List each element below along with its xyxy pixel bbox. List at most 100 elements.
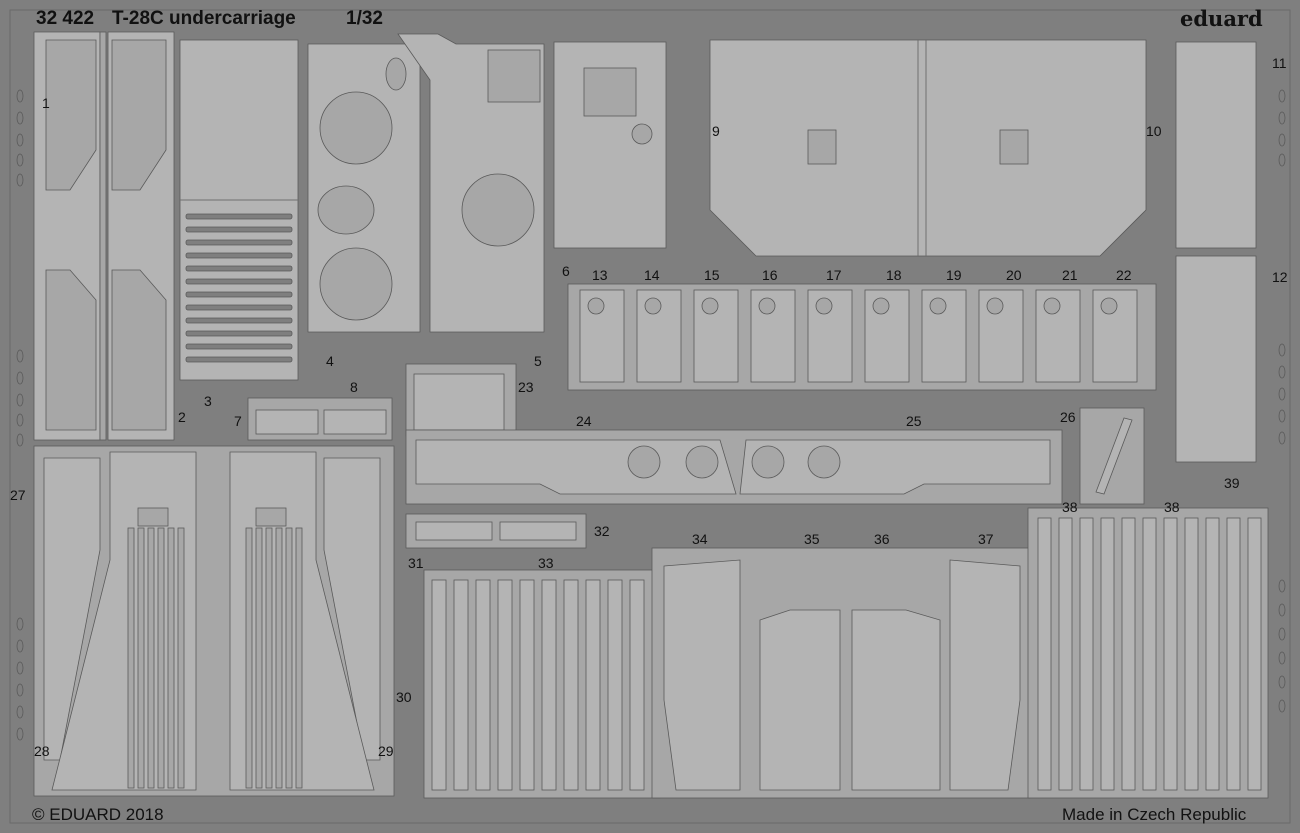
drop-cut <box>16 173 24 187</box>
bracket-hole <box>587 297 605 315</box>
kit-scale: 1/32 <box>346 8 383 29</box>
part-number-12: 12 <box>1272 269 1288 285</box>
drop-cut <box>16 393 24 407</box>
drop-cut <box>16 89 24 103</box>
drop-cut <box>1278 365 1286 379</box>
part-number-38-a: 38 <box>1062 499 1078 515</box>
part-3-slots <box>185 213 293 363</box>
strip <box>475 579 491 791</box>
strip <box>137 527 145 789</box>
part-number-16: 16 <box>762 267 778 283</box>
strip <box>167 527 175 789</box>
strip <box>563 579 579 791</box>
part-number-2: 2 <box>178 409 186 425</box>
drop-cut <box>1278 603 1286 617</box>
drop-cut <box>1278 111 1286 125</box>
slot <box>185 304 293 311</box>
drop-cut <box>16 349 24 363</box>
slot <box>185 239 293 246</box>
part-24-25-shape <box>405 429 1063 505</box>
drop-cut <box>16 371 24 385</box>
strip <box>629 579 645 791</box>
part-number-36: 36 <box>874 531 890 547</box>
part-number-22: 22 <box>1116 267 1132 283</box>
drop-cut <box>16 617 24 631</box>
drop-cut <box>1278 675 1286 689</box>
part-number-4: 4 <box>326 353 334 369</box>
drop-cut <box>16 727 24 741</box>
bracket-hole <box>1100 297 1118 315</box>
bracket-hole <box>815 297 833 315</box>
drop-cut <box>16 639 24 653</box>
part-11-shape <box>1175 41 1257 249</box>
strip <box>497 579 513 791</box>
part-number-23: 23 <box>518 379 534 395</box>
drop-cut <box>1278 387 1286 401</box>
strip <box>1142 517 1157 791</box>
drop-cut <box>16 153 24 167</box>
strip <box>585 579 601 791</box>
drop-cut <box>1278 699 1286 713</box>
strip <box>1163 517 1178 791</box>
strip <box>265 527 273 789</box>
slot <box>185 330 293 337</box>
drop-cut <box>1278 651 1286 665</box>
strip <box>1037 517 1052 791</box>
slot <box>185 317 293 324</box>
part-number-18: 18 <box>886 267 902 283</box>
strip <box>295 527 303 789</box>
strip <box>127 527 135 789</box>
slot <box>185 356 293 363</box>
part-number-1: 1 <box>42 95 50 111</box>
part-10-shape <box>709 39 1147 257</box>
drop-cut <box>16 433 24 447</box>
part-31-32-shape <box>405 513 587 549</box>
part-23-shape <box>405 363 517 437</box>
bracket-row <box>567 283 1157 391</box>
strip <box>1079 517 1094 791</box>
part-number-8: 8 <box>350 379 358 395</box>
part-6-shape <box>553 41 667 249</box>
drop-cut <box>16 413 24 427</box>
drop-cut <box>1278 579 1286 593</box>
part-number-10: 10 <box>1146 123 1162 139</box>
kit-title: T-28C undercarriage <box>112 8 296 29</box>
copyright-text: © EDUARD 2018 <box>32 805 164 824</box>
strip <box>245 527 253 789</box>
part-number-26: 26 <box>1060 409 1076 425</box>
strip <box>1100 517 1115 791</box>
part-number-7: 7 <box>234 413 242 429</box>
drop-cut <box>16 661 24 675</box>
drop-cut <box>1278 133 1286 147</box>
part-27-30-shape <box>33 445 395 797</box>
slot <box>185 278 293 285</box>
strip <box>275 527 283 789</box>
bracket-hole <box>872 297 890 315</box>
drop-cut <box>16 111 24 125</box>
part-number-15: 15 <box>704 267 720 283</box>
part-number-27: 27 <box>10 487 26 503</box>
bracket-hole <box>758 297 776 315</box>
slot <box>185 252 293 259</box>
strip <box>255 527 263 789</box>
drop-cut <box>16 133 24 147</box>
slot <box>185 291 293 298</box>
slot <box>185 343 293 350</box>
part-12-shape <box>1175 255 1257 463</box>
bracket-hole <box>701 297 719 315</box>
brand-logo: eduard <box>1180 6 1263 31</box>
slot <box>185 213 293 220</box>
strip <box>519 579 535 791</box>
part-number-35: 35 <box>804 531 820 547</box>
part-number-9: 9 <box>712 123 720 139</box>
bracket-hole <box>1043 297 1061 315</box>
part-number-6: 6 <box>562 263 570 279</box>
strip <box>1205 517 1220 791</box>
part-number-25: 25 <box>906 413 922 429</box>
part-number-20: 20 <box>1006 267 1022 283</box>
strip <box>1247 517 1262 791</box>
part-number-34: 34 <box>692 531 708 547</box>
drop-cut <box>1278 153 1286 167</box>
part-38-39-strips <box>1027 507 1269 799</box>
origin-text: Made in Czech Republic <box>1062 805 1247 824</box>
